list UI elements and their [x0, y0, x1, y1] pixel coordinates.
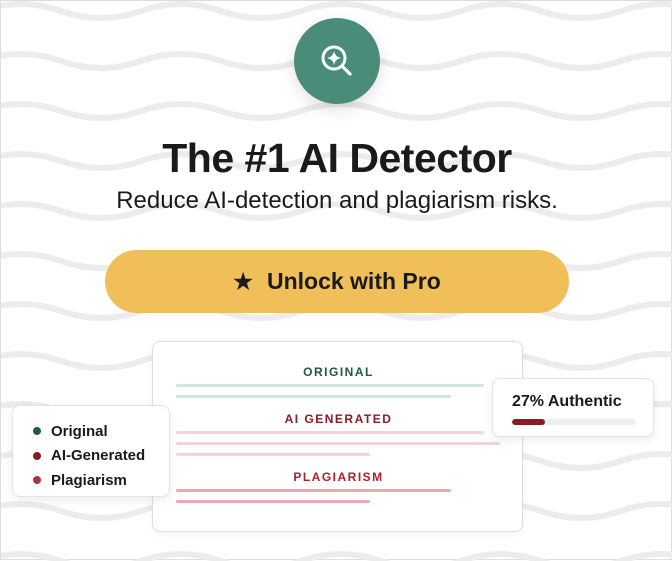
text-line	[176, 500, 370, 503]
wave-line	[1, 51, 672, 71]
search-sparkle-icon	[321, 45, 352, 76]
wave-line	[1, 151, 672, 171]
text-line	[176, 395, 451, 398]
text-line	[176, 453, 370, 456]
wave-line	[1, 1, 672, 21]
section-label-plagiarism: PLAGIARISM	[293, 470, 384, 484]
text-line	[176, 431, 484, 434]
page-title: The #1 AI Detector	[162, 135, 512, 181]
text-line	[176, 489, 451, 492]
dot-icon	[33, 451, 41, 460]
unlock-pro-button[interactable]: ★ Unlock with Pro	[105, 250, 569, 313]
wave-line	[1, 101, 672, 121]
legend-label: Plagiarism	[51, 471, 127, 489]
authenticity-label: 27% Authentic	[512, 393, 622, 410]
unlock-pro-label: Unlock with Pro	[266, 268, 441, 294]
legend-item-original: Original	[33, 419, 169, 444]
legend-item-ai-generated: AI-Generated	[33, 444, 169, 469]
ai-detector-logo	[294, 18, 380, 104]
wave-line	[1, 551, 672, 561]
text-line	[176, 442, 500, 445]
authenticity-badge: 27% Authentic	[492, 378, 654, 437]
authenticity-progress-fill	[512, 419, 546, 425]
section-label-original: ORIGINAL	[303, 365, 374, 379]
legend-label: Original	[51, 422, 108, 440]
document-preview-card: ORIGINAL AI GENERATED PLAGIARISM	[152, 341, 523, 532]
authenticity-progress-bar	[512, 419, 636, 425]
star-icon: ★	[233, 268, 253, 294]
legend-label: AI-Generated	[51, 447, 146, 465]
text-line	[176, 384, 484, 387]
wave-line	[1, 201, 672, 221]
legend-panel: Original AI-Generated Plagiarism	[12, 405, 170, 497]
dot-icon	[33, 476, 41, 485]
legend-item-plagiarism: Plagiarism	[33, 468, 169, 493]
page-subtitle: Reduce AI-detection and plagiarism risks…	[116, 187, 558, 214]
section-label-ai-generated: AI GENERATED	[284, 412, 393, 426]
dot-icon	[33, 427, 41, 436]
